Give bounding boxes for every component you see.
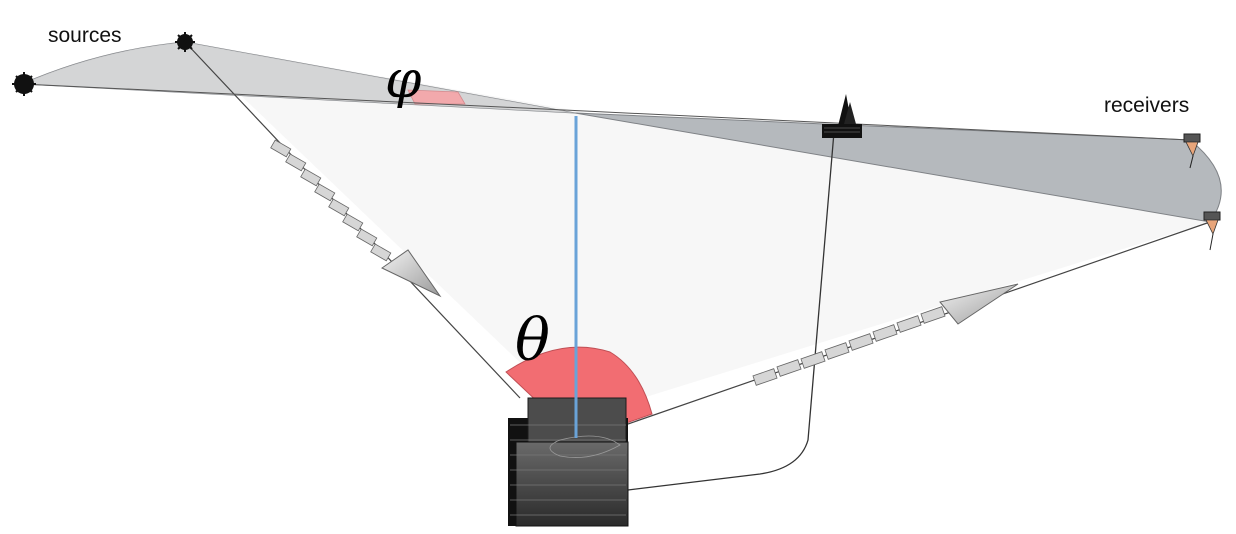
reference-line — [21, 83, 1191, 141]
source-icon — [175, 32, 195, 52]
arrow-icon — [381, 249, 442, 298]
theta-label: θ — [515, 306, 550, 374]
receiver-icon — [1183, 133, 1201, 169]
phi-angle-patch — [407, 89, 466, 105]
tower-icon — [822, 94, 862, 138]
incident-beam-arrow — [270, 139, 442, 298]
scattering-plane — [185, 42, 1210, 418]
sample-block-icon — [508, 397, 629, 527]
scattered-beam-arrow — [752, 283, 1019, 386]
phi-label: φ — [385, 50, 422, 110]
arrow-icon — [939, 283, 1019, 325]
receiver-icon — [1203, 211, 1221, 251]
sources-label: sources — [48, 24, 122, 47]
tower-cable — [627, 131, 835, 491]
receivers-label: receivers — [1104, 94, 1190, 117]
source-icon — [12, 72, 36, 96]
